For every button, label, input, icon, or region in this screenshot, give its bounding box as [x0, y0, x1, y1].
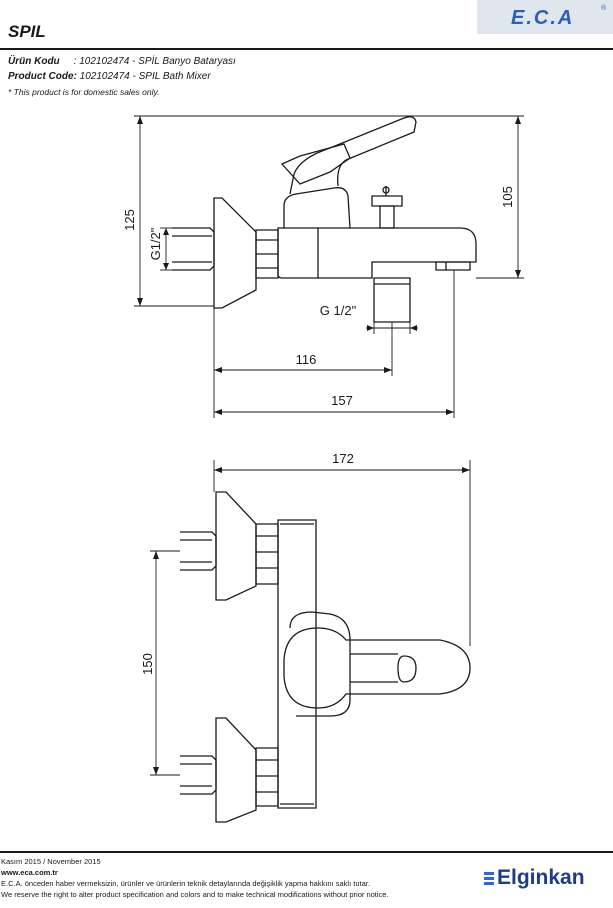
footer-disclaimer-tr: E.C.A. önceden haber vermeksizin, ürünle… — [1, 879, 370, 888]
elginkan-mark-icon — [484, 870, 494, 887]
dimension-lines — [134, 115, 524, 776]
product-code-en: Product Code: 102102474 - SPIL Bath Mixe… — [8, 71, 211, 83]
dim-depth-spout: 116 — [296, 352, 317, 367]
product-code-en-label: Product Code: — [8, 71, 77, 82]
product-code-tr-label: Ürün Kodu — [8, 56, 60, 67]
domestic-sales-note: * This product is for domestic sales onl… — [8, 87, 160, 97]
dim-height-spout: 105 — [500, 186, 515, 208]
footer-divider — [0, 851, 613, 853]
dim-thread-outlet: G 1/2" — [320, 303, 357, 318]
dim-height-total: 125 — [122, 209, 137, 231]
dim-center-distance: 150 — [140, 653, 155, 675]
dim-depth-total: 157 — [331, 393, 353, 408]
front-view — [180, 491, 471, 823]
product-code-tr: Ürün Kodu : 102102474 - SPİL Banyo Batary… — [8, 56, 236, 68]
technical-drawing: 125 105 G1/2" G 1/2" 116 157 172 150 — [122, 115, 524, 823]
header-divider — [0, 48, 613, 50]
footer-date: Kasım 2015 / November 2015 — [1, 857, 101, 866]
footer-website-link[interactable]: www.eca.com.tr — [1, 868, 58, 877]
product-code-tr-value: : 102102474 - SPİL Banyo Bataryası — [73, 56, 236, 67]
logo-text: E.C.A — [511, 7, 574, 29]
registered-mark: ® — [601, 4, 607, 12]
product-title: SPIL — [8, 22, 46, 41]
elginkan-logo: Elginkan — [484, 866, 585, 890]
product-code-en-value: 102102474 - SPIL Bath Mixer — [76, 71, 211, 82]
brand-name: Elginkan — [497, 866, 585, 889]
eca-logo: E.C.A ® — [477, 0, 613, 34]
footer-disclaimer-en: We reserve the right to alter product sp… — [1, 890, 389, 899]
side-view — [172, 116, 477, 323]
dim-width-total: 172 — [332, 451, 354, 466]
dim-thread-inlet: G1/2" — [148, 227, 163, 260]
